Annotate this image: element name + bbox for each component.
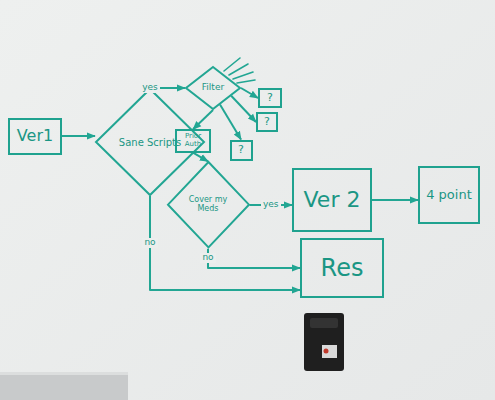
edge-label: no (142, 238, 157, 248)
edge-label: yes (140, 83, 160, 93)
flow-arrow (193, 110, 213, 129)
node-label: 4 point (426, 188, 472, 202)
flow-arrow (231, 96, 256, 122)
node-label: ? (264, 116, 270, 128)
unknown-box: ? (230, 140, 253, 161)
node-text-group: ? (238, 144, 244, 156)
flow-arrow (241, 88, 258, 98)
wall-device (304, 313, 344, 371)
node-text-group: 4 point (426, 188, 472, 202)
node-label: Sane Scripts (119, 137, 181, 148)
filter-diamond: Filter (185, 66, 241, 110)
process-box: Ver1 (8, 118, 62, 155)
tray-edge (0, 372, 128, 375)
terminal-box: 4 point (418, 166, 480, 224)
flow-arrow (193, 153, 208, 162)
decision-diamond: Cover my Meds (167, 161, 250, 248)
node-label: Cover my Meds (186, 196, 230, 214)
edge-label: no (200, 253, 215, 263)
flow-arrow (372, 199, 418, 201)
edge-label: yes (261, 200, 281, 210)
node-label: Ver1 (17, 127, 53, 145)
node-text-group: Ver1 (17, 127, 53, 145)
node-text-group: Ver 2 (304, 188, 361, 212)
diamond-shape (168, 162, 249, 247)
node-label: Ver 2 (304, 188, 361, 212)
node-text-group: Prior Auth (180, 133, 206, 148)
node-text-group: Sane Scripts (119, 137, 181, 148)
node-text-group: ? (264, 116, 270, 128)
node-text-group: ? (267, 92, 273, 104)
node-text-group: Filter (202, 83, 224, 93)
unknown-box: ? (258, 88, 282, 108)
unknown-box: ? (256, 112, 278, 132)
marker-tray (0, 372, 128, 400)
flow-arrow (220, 105, 241, 140)
node-text-group: Res (321, 255, 364, 281)
device-panel (310, 318, 338, 328)
node-label: ? (238, 144, 244, 156)
device-dot (324, 349, 329, 354)
flow-arrow (208, 249, 300, 268)
node-label: Filter (202, 83, 224, 93)
node-text-group: Cover my Meds (186, 196, 230, 214)
terminal-box: Res (300, 238, 384, 298)
process-box: Prior Auth (175, 129, 211, 152)
node-label: Res (321, 255, 364, 281)
diamond-shape (186, 67, 240, 109)
node-label: ? (267, 92, 273, 104)
process-box: Ver 2 (292, 168, 372, 232)
flow-arrow (62, 135, 95, 137)
node-label: Prior Auth (180, 133, 206, 148)
device-sticker (322, 345, 337, 358)
